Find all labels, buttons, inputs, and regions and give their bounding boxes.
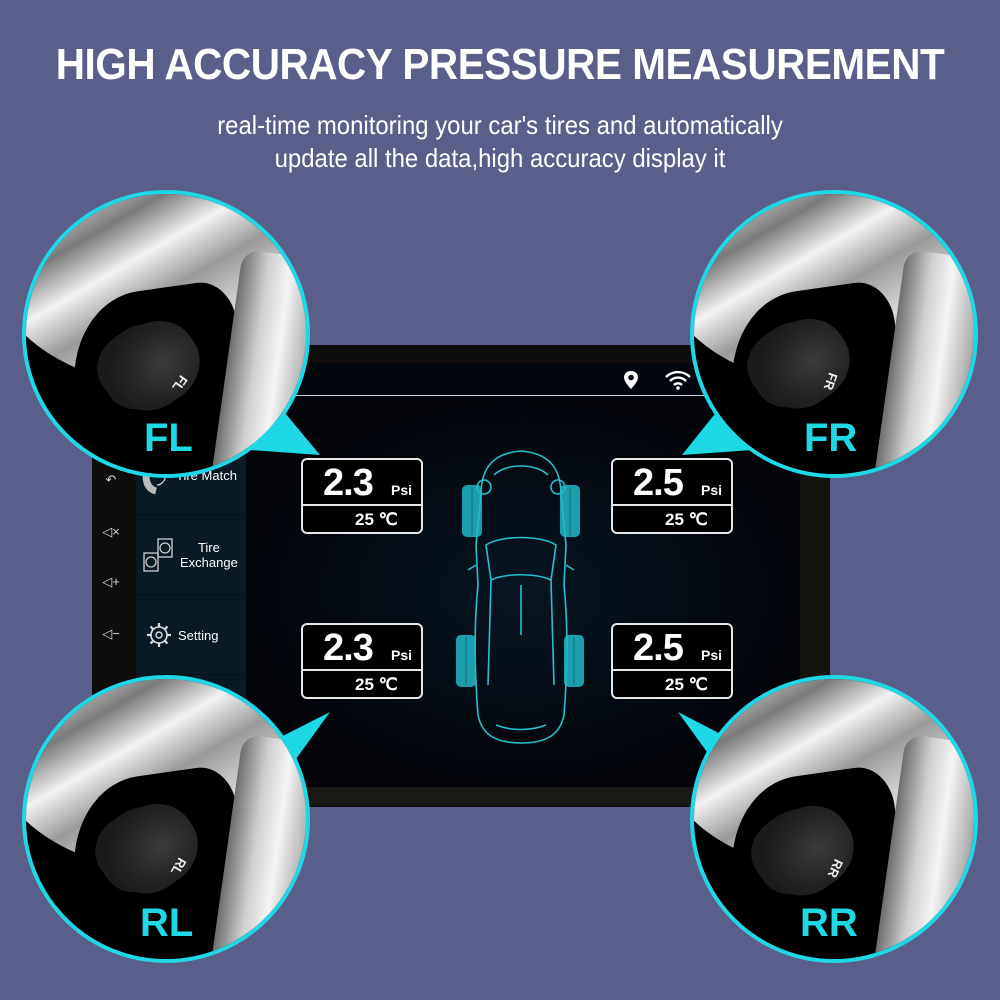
location-pin-icon (624, 371, 638, 389)
mute-icon[interactable]: ◁× (102, 524, 120, 539)
hardware-buttons: ↶ ◁× ◁+ ◁− (92, 460, 132, 690)
subtitle-line-2: update all the data,high accuracy displa… (274, 143, 726, 173)
sensor-label-rl: RL (140, 901, 194, 945)
sidebar-item-label: Setting (178, 627, 219, 643)
pressure-value: 2.3 (323, 462, 374, 504)
page-title: HIGH ACCURACY PRESSURE MEASUREMENT (55, 40, 945, 89)
sensor-magnifier-fl: FL FL (22, 190, 310, 478)
pressure-unit: Psi (391, 647, 413, 663)
sidebar-item-tire-exchange[interactable]: Tire Exchange (136, 516, 246, 595)
volume-down-icon[interactable]: ◁− (102, 626, 120, 641)
pressure-value: 2.5 (633, 627, 684, 669)
temperature-value: 25 ℃ (355, 510, 398, 529)
sidebar-item-label: Tire Exchange (180, 540, 238, 570)
sensor-label-fl: FL (144, 416, 193, 460)
sensor-magnifier-rr: RR RR (690, 675, 978, 963)
tire-card-rl[interactable]: 2.3 Psi 25 ℃ (301, 623, 423, 699)
pressure-value: 2.3 (323, 627, 374, 669)
temperature-value: 25 ℃ (355, 675, 398, 694)
sensor-label-rr: RR (800, 901, 858, 945)
back-icon[interactable]: ↶ (105, 472, 117, 487)
volume-up-icon[interactable]: ◁+ (102, 574, 120, 589)
tire-exchange-icon (143, 538, 173, 572)
wifi-icon (665, 370, 691, 390)
sensor-label-fr: FR (804, 416, 858, 460)
bezel-bottom-edge (300, 785, 760, 806)
pressure-unit: Psi (701, 647, 723, 663)
sensor-magnifier-rl: RL RL (22, 675, 310, 963)
tire-card-fr[interactable]: 2.5 Psi 25 ℃ (611, 458, 733, 534)
subtitle-line-1: real-time monitoring your car's tires an… (217, 110, 783, 140)
pressure-value: 2.5 (633, 462, 684, 504)
pressure-unit: Psi (701, 482, 723, 498)
sidebar-item-setting[interactable]: Setting (136, 596, 246, 675)
sensor-magnifier-fr: FR FR (690, 190, 978, 478)
pressure-unit: Psi (391, 482, 413, 498)
car-wireframe-icon (456, 450, 584, 744)
temperature-value: 25 ℃ (665, 510, 708, 529)
tire-card-fl[interactable]: 2.3 Psi 25 ℃ (301, 458, 423, 534)
gear-icon (147, 623, 171, 647)
